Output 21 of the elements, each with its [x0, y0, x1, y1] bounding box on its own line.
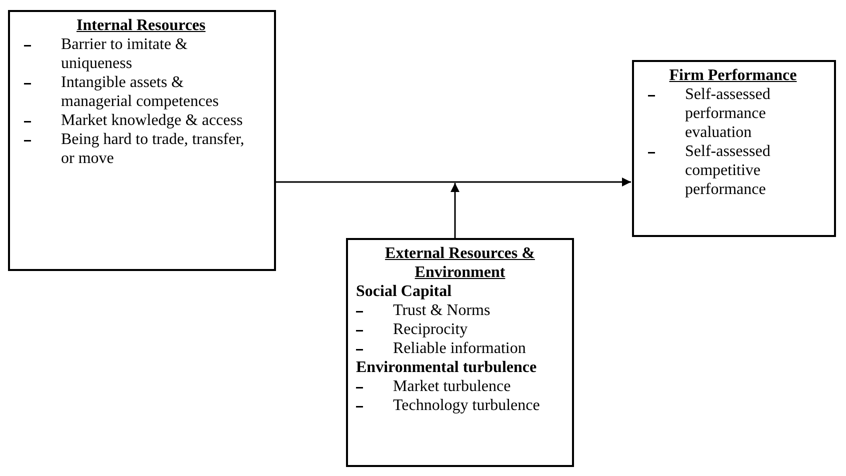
- subheading: Environmental turbulence: [356, 358, 538, 377]
- box-heading: External Resources & Environment: [384, 244, 536, 282]
- subheading: Social Capital: [356, 282, 453, 301]
- list-item: Self-assessed performance evaluation: [685, 85, 772, 142]
- text-box: [632, 60, 836, 237]
- list-item: Market turbulence: [393, 377, 512, 396]
- list-item: Trust & Norms: [393, 301, 492, 320]
- box-heading: Internal Resources: [75, 16, 207, 35]
- arrow: [450, 183, 460, 238]
- list-item: Market knowledge & access: [61, 111, 244, 130]
- list-item: Intangible assets & managerial competences: [61, 73, 220, 111]
- text-box: [346, 238, 574, 467]
- arrow: [276, 178, 631, 186]
- list-item: Being hard to trade, transfer, or move: [61, 130, 246, 168]
- box-heading: Firm Performance: [668, 66, 798, 85]
- list-item: Reliable information: [393, 339, 527, 358]
- list-item: Reciprocity: [393, 320, 469, 339]
- list-item: Technology turbulence: [393, 396, 541, 415]
- text-box: [8, 10, 276, 271]
- list-item: Self-assessed competitive performance: [685, 142, 772, 199]
- list-item: Barrier to imitate & uniqueness: [61, 35, 189, 73]
